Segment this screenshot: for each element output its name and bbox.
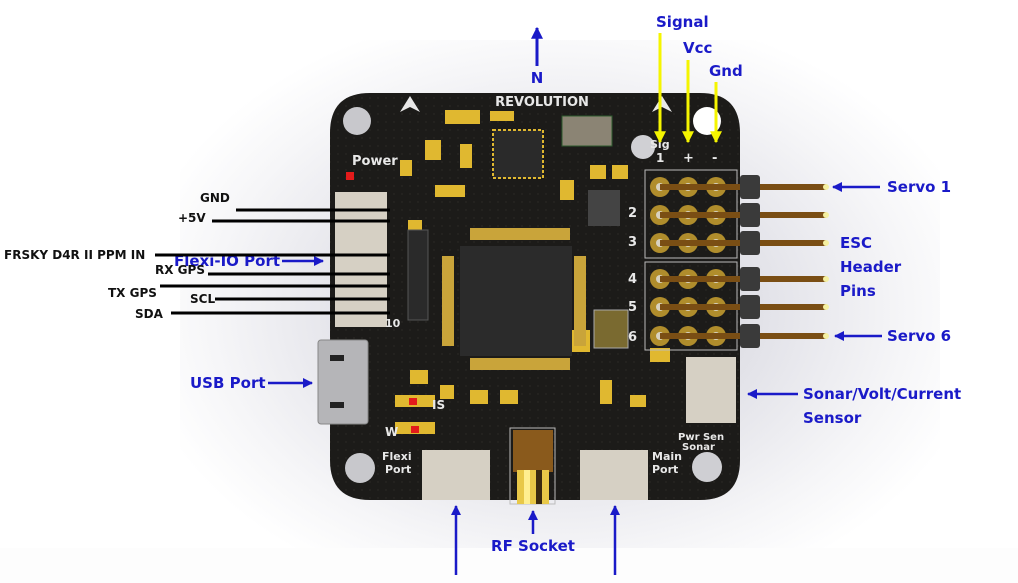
baro-sensor: [561, 115, 613, 147]
pin10-silk: 10: [385, 317, 401, 330]
pin-label: SCL: [190, 292, 215, 306]
pin-label: GND: [200, 191, 230, 205]
flexi-io-pin-callout: SCL: [190, 292, 390, 306]
power-led: [346, 172, 354, 180]
usb-port-label: USB Port: [190, 374, 266, 392]
sensor-chip: [492, 129, 544, 179]
flexi-io-pin-callout: +5V: [178, 211, 390, 225]
esc-header-row: [650, 295, 829, 319]
esc-header-row: [650, 324, 829, 348]
flexi-io-connector: [335, 192, 387, 327]
mcu-chip: [442, 228, 586, 370]
ic-array: [407, 229, 429, 321]
flexi-io-pin-callout: TX GPS: [108, 284, 390, 300]
board-direction-arrow-icon: [652, 96, 672, 112]
bottom-band: [0, 548, 1018, 583]
esc-number: 3: [628, 235, 637, 250]
minus-silk: -: [712, 151, 717, 166]
is-silk: IS: [432, 398, 445, 412]
mounting-hole: [343, 107, 371, 135]
header-housing: [740, 175, 760, 199]
pin-label: FRSKY D4R II PPM IN: [4, 248, 145, 262]
mounting-hole: [692, 452, 722, 482]
esc-number: 6: [628, 330, 637, 345]
esc-header-row: [650, 203, 829, 227]
pin-label: TX GPS: [108, 286, 157, 300]
status-led: [409, 398, 417, 405]
flexi-io-pin-callouts: GND +5V FRSKY D4R II PPM IN RX GPS TX GPS SCL…: [4, 191, 390, 321]
sensor-connector: [686, 357, 736, 423]
status-led: [411, 426, 419, 433]
esc-number: 1: [656, 151, 664, 165]
pwr-sen-silk: Pwr Sen: [678, 432, 724, 443]
esc-header-row: [650, 231, 829, 255]
servo6-label: Servo 6: [887, 327, 951, 345]
flexi-io-pin-callout: GND: [200, 191, 390, 212]
header-housing: [740, 295, 760, 319]
usb-port: [317, 339, 369, 425]
power-silk: Power: [352, 154, 398, 169]
esc-header-label-2: Header: [840, 258, 902, 276]
esc-header-row: [650, 175, 829, 199]
main-port-silk-2: Port: [652, 463, 678, 476]
main-port-connector: [580, 450, 648, 500]
pin-label: SDA: [135, 307, 164, 321]
rf-socket: [513, 430, 553, 472]
esc-header-row: [650, 267, 829, 291]
mounting-hole: [631, 135, 655, 159]
esc-header-label-1: ESC: [840, 234, 872, 252]
header-housing: [740, 324, 760, 348]
board-direction-arrow-icon: [400, 96, 420, 112]
vcc-label: Vcc: [683, 39, 712, 57]
esc-number: 4: [628, 272, 637, 287]
chip: [588, 190, 620, 226]
esc-number: 5: [628, 300, 637, 315]
pin-label: RX GPS: [155, 263, 205, 277]
servo1-label: Servo 1: [887, 178, 951, 196]
sensor-label-1: Sonar/Volt/Current: [803, 385, 961, 403]
mounting-hole: [345, 453, 375, 483]
esc-number: 2: [628, 206, 637, 221]
w-silk: W: [385, 425, 398, 439]
flexi-io-pin-callout: RX GPS: [155, 263, 390, 277]
plus-silk: +: [683, 151, 694, 166]
flexi-port-silk-2: Port: [385, 463, 411, 476]
gnd-label: Gnd: [709, 62, 743, 80]
pin-label: +5V: [178, 211, 206, 225]
flexi-io-pin-callout: FRSKY D4R II PPM IN: [4, 248, 390, 262]
flexi-io-pin-callout: SDA: [135, 307, 390, 321]
pcb-board: REVOLUTION Power: [317, 93, 829, 505]
crystal: [593, 309, 629, 349]
sonar-silk: Sonar: [682, 442, 715, 453]
esc-header-label-3: Pins: [840, 282, 876, 300]
sensor-label-2: Sensor: [803, 409, 862, 427]
north-label: N: [531, 69, 544, 87]
flexi-port-connector: [422, 450, 490, 500]
header-housing: [740, 267, 760, 291]
flexi-port-silk-1: Flexi: [382, 450, 412, 463]
main-port-silk-1: Main: [652, 450, 682, 463]
brand-logo: REVOLUTION: [495, 95, 589, 110]
rf-socket-label: RF Socket: [491, 537, 575, 555]
header-housing: [740, 203, 760, 227]
header-housing: [740, 231, 760, 255]
mounting-hole: [693, 107, 721, 135]
signal-label: Signal: [656, 13, 709, 31]
